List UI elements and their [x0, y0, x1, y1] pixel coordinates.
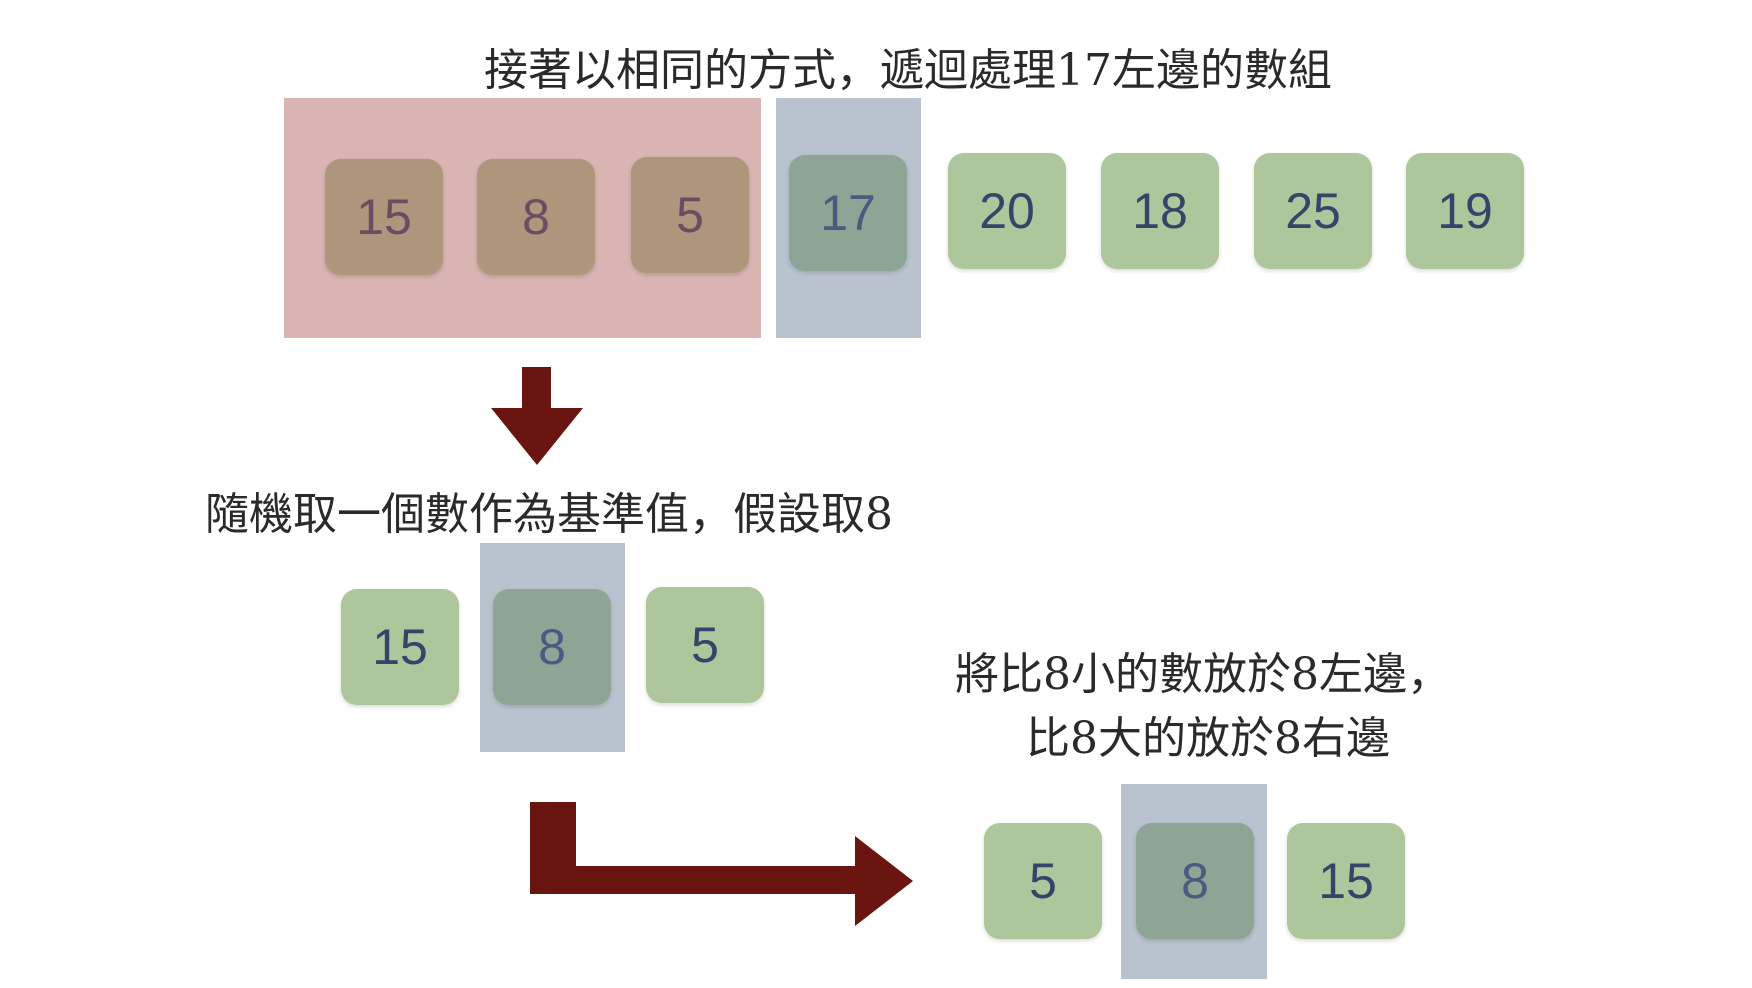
title: 接著以相同的方式，遞迴處理17左邊的數組 — [484, 45, 1332, 96]
partition-caption-line2: 比8大的放於8右邊 — [1026, 713, 1390, 764]
array-item: 25 — [1254, 153, 1372, 269]
array-item: 5 — [631, 157, 749, 273]
array-item: 15 — [341, 589, 459, 705]
array-item: 15 — [1287, 823, 1405, 939]
array-item: 15 — [325, 159, 443, 275]
array-item: 19 — [1406, 153, 1524, 269]
partition-caption-line1: 將比8小的數放於8左邊， — [955, 649, 1451, 700]
pivot-item: 8 — [493, 589, 611, 705]
array-item: 8 — [477, 159, 595, 275]
array-item: 18 — [1101, 153, 1219, 269]
array-item: 20 — [948, 153, 1066, 269]
array-item: 5 — [984, 823, 1102, 939]
pivot-item: 17 — [789, 155, 907, 271]
pivot-caption: 隨機取一個數作為基準值，假設取8 — [205, 489, 893, 540]
pivot-item: 8 — [1136, 823, 1254, 939]
array-item: 5 — [646, 587, 764, 703]
